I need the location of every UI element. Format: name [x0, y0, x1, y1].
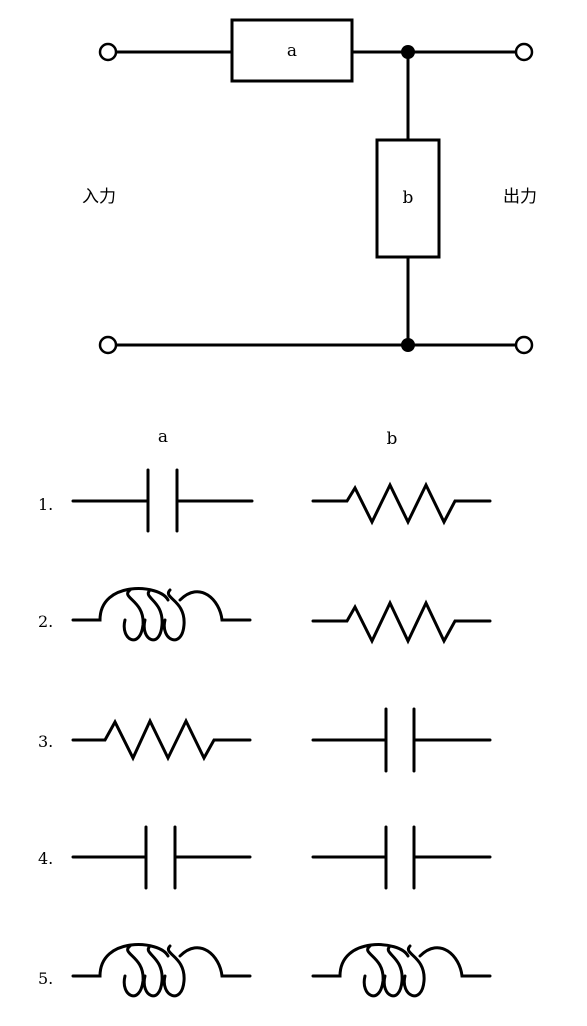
box-a-label: a — [287, 41, 297, 61]
output-label: 出力 — [503, 187, 537, 207]
option-1-a-capacitor-symbol — [71, 468, 254, 533]
option-5-b-inductor-symbol — [311, 943, 492, 998]
junction-dot-top — [401, 45, 415, 59]
option-1-b-resistor-symbol — [311, 481, 492, 526]
component-box-a — [230, 18, 354, 83]
column-a-header: a — [158, 427, 168, 447]
option-4-b-capacitor-symbol — [311, 825, 492, 890]
option-4-a-capacitor-symbol — [71, 825, 252, 890]
box-b-label: b — [403, 188, 414, 208]
option-5-a-inductor-symbol — [71, 943, 252, 998]
row-label-4: 4. — [38, 849, 53, 868]
input-terminal-top — [98, 42, 118, 62]
row-label-3: 3. — [38, 732, 53, 751]
option-2-a-inductor-symbol — [71, 587, 252, 642]
output-terminal-bottom — [514, 335, 534, 355]
option-3-b-capacitor-symbol — [311, 707, 492, 773]
column-b-header: b — [387, 429, 398, 449]
row-label-2: 2. — [38, 612, 53, 631]
junction-dot-bottom — [401, 338, 415, 352]
input-label: 入力 — [82, 187, 116, 207]
output-terminal-top — [514, 42, 534, 62]
option-3-a-resistor-symbol — [71, 717, 252, 762]
row-label-1: 1. — [38, 495, 53, 514]
input-terminal-bottom — [98, 335, 118, 355]
row-label-5: 5. — [38, 969, 53, 988]
option-2-b-resistor-symbol — [311, 599, 492, 645]
circuit: a b 入力 出力 — [82, 18, 537, 355]
